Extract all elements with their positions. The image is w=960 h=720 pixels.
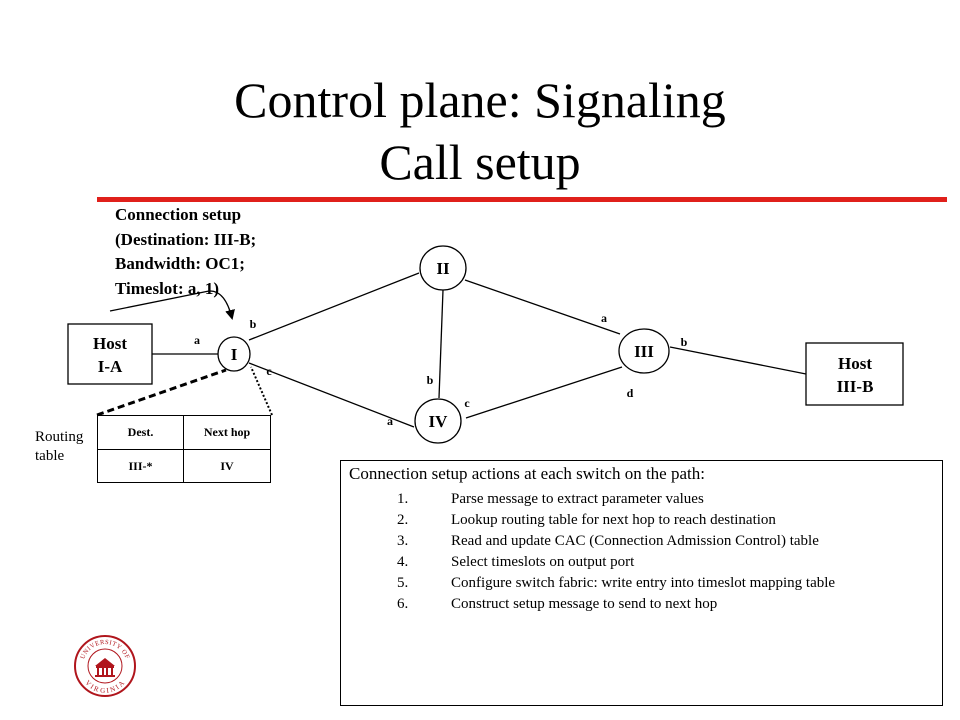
table-connector-right bbox=[250, 366, 273, 416]
note-line-3: Bandwidth: OC1; bbox=[115, 254, 245, 273]
action-text: Parse message to extract parameter value… bbox=[451, 491, 704, 507]
slide-title-line1: Control plane: Signaling bbox=[234, 72, 726, 128]
port-II-III: a bbox=[601, 311, 607, 325]
host-ia-box bbox=[67, 323, 153, 385]
connection-setup-note: Connection setup (Destination: III-B; Ba… bbox=[115, 203, 256, 301]
port-IV-III: c bbox=[464, 396, 470, 410]
port-I-II: b bbox=[250, 317, 257, 331]
port-I-IV: c bbox=[266, 364, 272, 378]
host-iiib-label-1: Host bbox=[838, 354, 872, 373]
action-number: 5. bbox=[397, 575, 409, 591]
routing-table: Dest. Next hop III-* IV bbox=[97, 415, 271, 483]
university-seal-logo: UNIVERSITY OF VIRGINIA bbox=[74, 635, 136, 697]
action-number: 4. bbox=[397, 554, 409, 570]
note-line-2: (Destination: III-B; bbox=[115, 229, 257, 249]
action-text: Lookup routing table for next hop to rea… bbox=[451, 512, 776, 528]
routing-header-dest: Dest. bbox=[98, 416, 184, 450]
switch-iii-label: III bbox=[634, 342, 654, 361]
actions-heading: Connection setup actions at each switch … bbox=[349, 464, 705, 483]
switch-iii bbox=[618, 328, 670, 374]
switch-i bbox=[217, 336, 251, 372]
routing-label-line2: table bbox=[35, 448, 65, 464]
routing-label-line1: Routing bbox=[35, 429, 84, 445]
action-number: 6. bbox=[397, 596, 409, 612]
switch-ii-label: II bbox=[436, 259, 450, 278]
action-number: 2. bbox=[397, 512, 409, 528]
port-III-IV: d bbox=[627, 386, 634, 400]
switch-iv-label: IV bbox=[429, 412, 449, 431]
action-text: Construct setup message to send to next … bbox=[451, 596, 718, 612]
table-connector-left bbox=[96, 368, 227, 417]
link-I-II bbox=[248, 272, 420, 341]
note-arrow-curve bbox=[208, 290, 235, 320]
link-II-IV bbox=[438, 289, 444, 399]
slide-title-line2: Call setup bbox=[379, 134, 581, 190]
routing-cell-nexthop: IV bbox=[220, 459, 234, 473]
host-ia-label-1: Host bbox=[93, 334, 127, 353]
action-text: Configure switch fabric: write entry int… bbox=[451, 575, 836, 591]
action-text: Select timeslots on output port bbox=[451, 554, 635, 570]
port-III-hostB: b bbox=[681, 335, 688, 349]
note-line-4: Timeslot: a, 1) bbox=[115, 278, 220, 298]
note-arrow-line bbox=[109, 290, 210, 312]
action-text: Read and update CAC (Connection Admissio… bbox=[451, 533, 819, 549]
host-iiib-box bbox=[805, 342, 904, 406]
switch-ii bbox=[419, 245, 467, 291]
port-hostA-I: a bbox=[194, 333, 200, 347]
action-number: 1. bbox=[397, 491, 409, 507]
port-IV-I: a bbox=[387, 414, 393, 428]
routing-table-label: Routing table bbox=[35, 428, 83, 466]
switch-iv bbox=[414, 398, 462, 444]
link-III-hostB bbox=[669, 346, 807, 375]
routing-cell-dest: III-* bbox=[98, 450, 184, 483]
link-I-IV bbox=[248, 362, 415, 428]
host-ia-label-2: I-A bbox=[98, 357, 123, 376]
action-number: 3. bbox=[397, 533, 409, 549]
routing-header-nexthop: Next hop bbox=[184, 416, 270, 450]
port-IV-II: b bbox=[427, 373, 434, 387]
actions-box: Connection setup actions at each switch … bbox=[340, 460, 943, 706]
host-iiib-label-2: III-B bbox=[837, 377, 874, 396]
link-II-III bbox=[464, 279, 621, 335]
title-underline-rule bbox=[97, 197, 947, 202]
switch-i-label: I bbox=[231, 345, 238, 364]
link-IV-III bbox=[465, 366, 623, 419]
note-line-1: Connection setup bbox=[115, 205, 242, 224]
